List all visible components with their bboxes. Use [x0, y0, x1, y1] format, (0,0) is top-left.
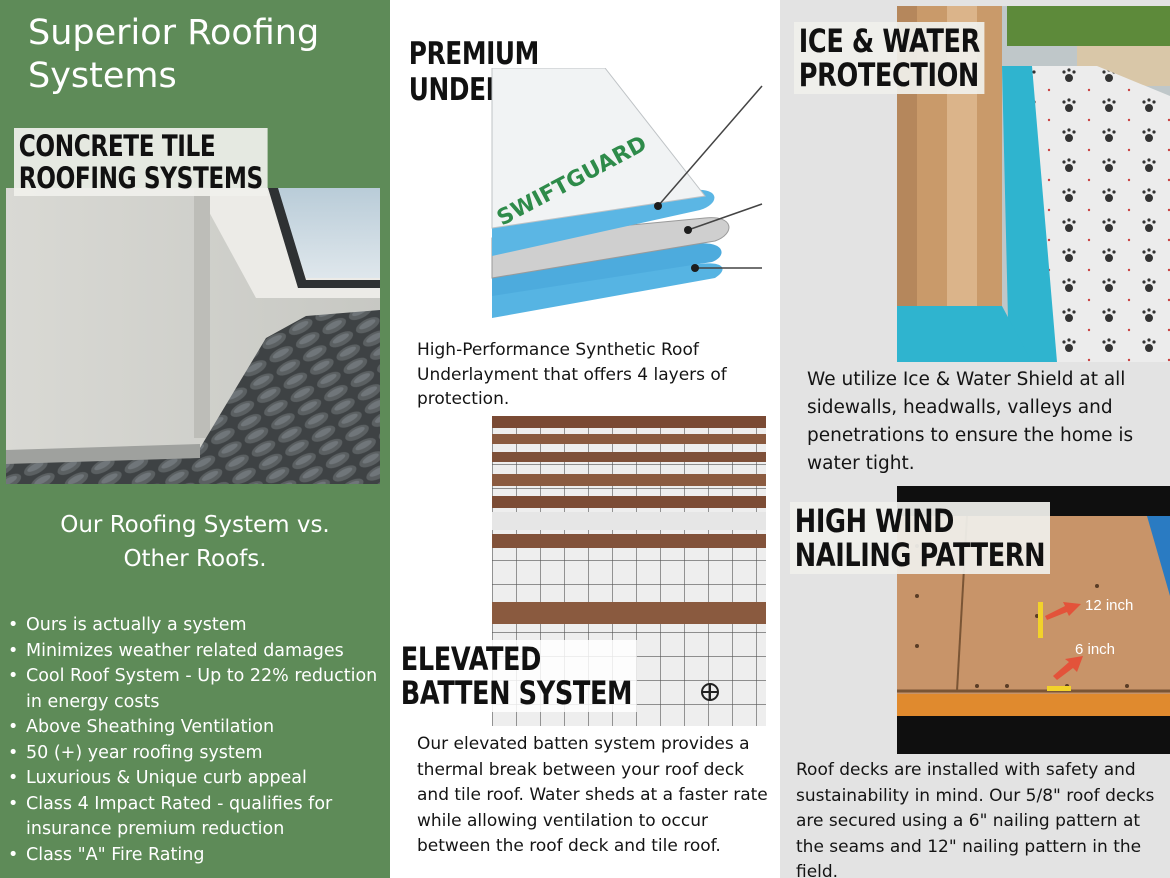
ice-water-photo	[897, 6, 1170, 362]
underlayment-description: High-Performance Synthetic Roof Underlay…	[417, 340, 727, 409]
nailing-description: Roof decks are installed with safety and…	[796, 760, 1155, 878]
ice-water-label: ICE & WATER PROTECTION	[794, 22, 985, 94]
main-title: Superior Roofing Systems	[28, 13, 320, 96]
list-item: Class 4 Impact Rated - qualifies for ins…	[6, 792, 390, 843]
concrete-tile-label-line1: CONCRETE TILE	[18, 129, 216, 163]
comparison-heading-line2: Other Roofs.	[123, 546, 267, 572]
batten-system-label-line2: BATTEN SYSTEM	[400, 674, 633, 712]
ice-water-description: We utilize Ice & Water Shield at all sid…	[807, 369, 1134, 474]
callout-6-inch: 6 inch	[1075, 641, 1115, 658]
callout-12-inch: 12 inch	[1085, 597, 1133, 614]
high-wind-label: HIGH WIND NAILING PATTERN	[790, 502, 1050, 574]
list-item: Class "A" Fire Rating	[6, 843, 390, 869]
list-item: Ours is actually a system	[6, 613, 390, 639]
middle-panel: PREMIUM UNDERLAYMENT SWIFTGUARD High-Per…	[390, 0, 780, 878]
comparison-heading-line1: Our Roofing System vs.	[60, 512, 330, 538]
ice-water-label-line2: PROTECTION	[798, 56, 980, 94]
right-panel: ICE & WATER PROTECTION We utilize Ice & …	[780, 0, 1170, 878]
batten-description: Our elevated batten system provides a th…	[417, 734, 768, 856]
ice-water-label-line1: ICE & WATER	[798, 22, 981, 60]
concrete-tile-photo	[6, 188, 380, 484]
list-item: Minimizes weather related damages	[6, 639, 390, 665]
comparison-heading: Our Roofing System vs. Other Roofs.	[0, 508, 390, 576]
batten-system-label: ELEVATED BATTEN SYSTEM	[396, 640, 637, 712]
list-item: Luxurious & Unique curb appeal	[6, 766, 390, 792]
underlayment-layers-image: SWIFTGUARD	[490, 68, 770, 318]
list-item: Cool Roof System - Up to 22% reduction i…	[6, 664, 390, 715]
left-panel: Superior Roofing Systems	[0, 0, 390, 878]
high-wind-label-line2: NAILING PATTERN	[794, 536, 1046, 574]
batten-system-label-line1: ELEVATED	[400, 640, 542, 678]
list-item: 50 (+) year roofing system	[6, 741, 390, 767]
concrete-tile-label-line2: ROOFING SYSTEMS	[18, 161, 263, 195]
concrete-tile-label: CONCRETE TILE ROOFING SYSTEMS	[14, 128, 268, 196]
high-wind-label-line1: HIGH WIND	[794, 502, 955, 540]
list-item: Above Sheathing Ventilation	[6, 715, 390, 741]
benefits-list: Ours is actually a system Minimizes weat…	[6, 613, 390, 868]
